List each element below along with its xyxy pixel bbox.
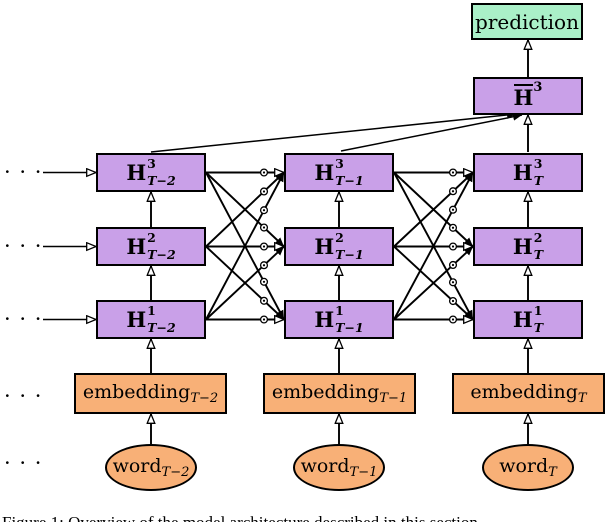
ellipsis-row-word: · · ·: [4, 451, 43, 475]
hbar-base: H: [513, 84, 534, 110]
ellipsis-row-h2: · · ·: [4, 234, 43, 258]
figure-caption-clipped: Figure 1: Overview of the model architec…: [2, 513, 482, 522]
ellipsis-row-embedding: · · ·: [4, 384, 43, 408]
node-word-t-minus-1: wordT−1: [293, 444, 385, 491]
ellipsis-row-h1: · · ·: [4, 307, 43, 331]
node-embedding-t-minus-1: embeddingT−1: [263, 373, 416, 414]
node-word-t: wordT: [482, 444, 574, 491]
prediction-label: prediction: [475, 9, 579, 34]
node-word-t-minus-2: wordT−2: [105, 444, 197, 491]
hbar-sup: 3: [533, 79, 543, 95]
node-embedding-t-minus-2: embeddingT−2: [74, 373, 227, 414]
node-prediction: prediction: [471, 3, 583, 40]
ellipsis-row-h3: · · ·: [4, 160, 43, 184]
node-embedding-t: embeddingT: [452, 373, 605, 414]
